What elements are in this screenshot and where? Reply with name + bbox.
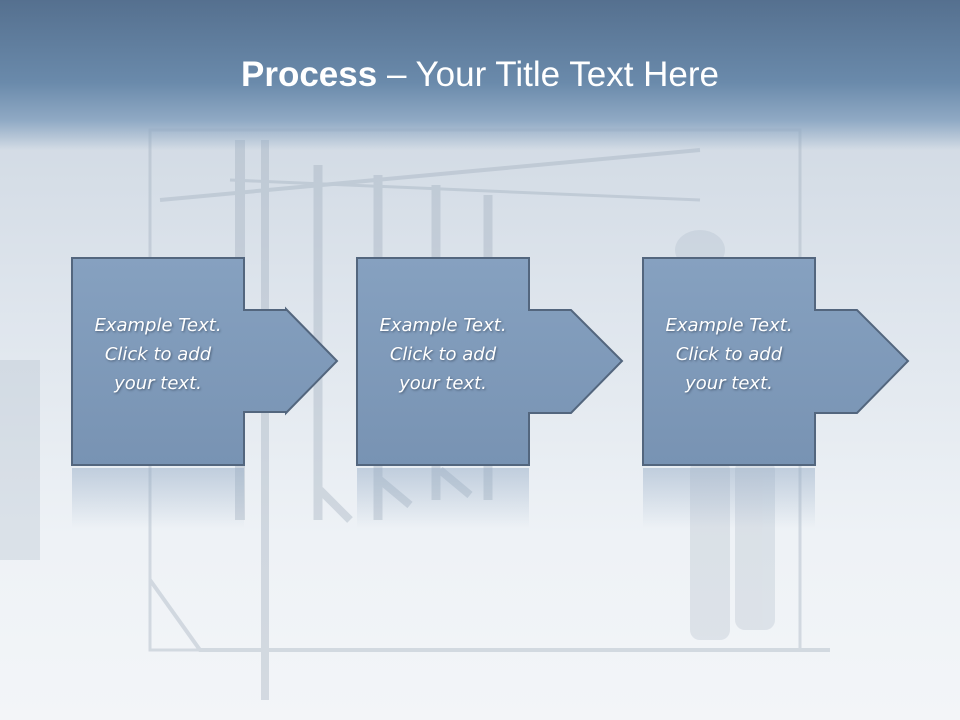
step-3-text[interactable]: Example Text. Click to add your text. [643, 311, 815, 398]
step-2-line-3: your text. [399, 373, 487, 394]
step-3-line-1: Example Text. [665, 315, 793, 336]
step-1-line-3: your text. [114, 373, 202, 394]
slide-title[interactable]: Process – Your Title Text Here [0, 50, 960, 100]
step-1-text[interactable]: Example Text. Click to add your text. [72, 311, 244, 398]
step-3-line-2: Click to add [675, 344, 783, 365]
step-2-line-2: Click to add [389, 344, 497, 365]
step-1-line-1: Example Text. [94, 315, 222, 336]
title-bar [0, 0, 960, 150]
title-rest: Your Title Text Here [415, 55, 720, 94]
step-2-line-1: Example Text. [379, 315, 507, 336]
step-3-line-3: your text. [685, 373, 773, 394]
title-bold: Process [241, 55, 378, 94]
step-1-line-2: Click to add [104, 344, 212, 365]
title-separator: – [377, 55, 416, 94]
step-2-text[interactable]: Example Text. Click to add your text. [357, 311, 529, 398]
